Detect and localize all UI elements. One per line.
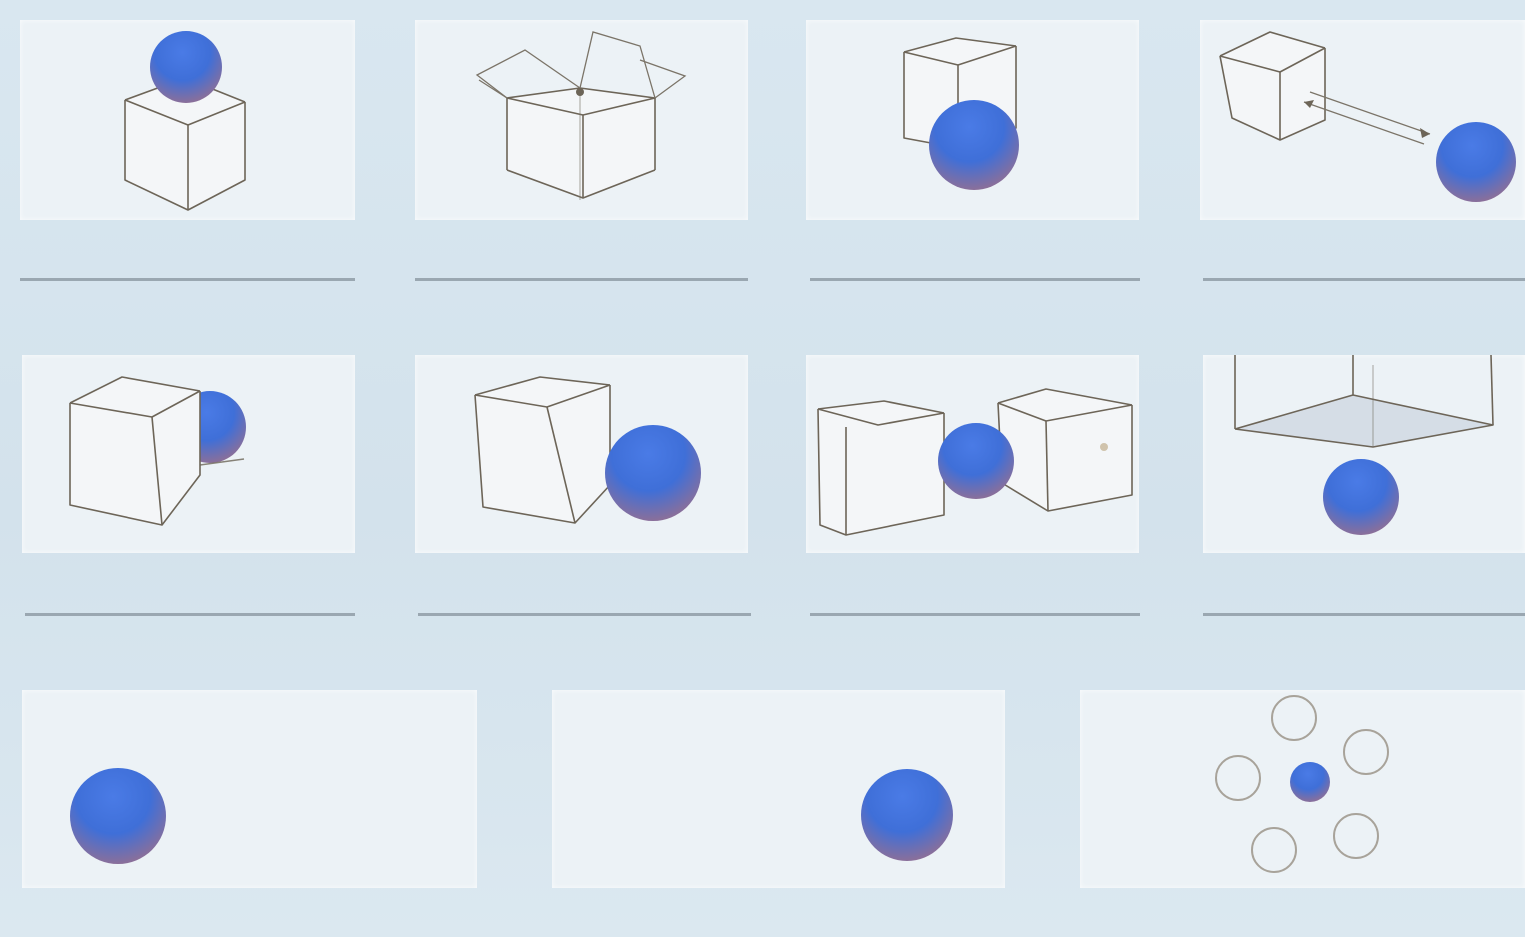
ball-behind-cube-icon — [22, 355, 355, 553]
ball-among-rings-icon — [1080, 690, 1525, 888]
answer-line[interactable] — [20, 278, 355, 281]
picture-ball-next-to-cube — [415, 355, 748, 553]
answer-line[interactable] — [418, 613, 751, 616]
picture-ball-on-cube — [20, 20, 355, 220]
ball-to-right-icon — [552, 690, 1005, 888]
answer-line[interactable] — [25, 613, 355, 616]
picture-ball-among-rings — [1080, 690, 1525, 888]
answer-line[interactable] — [415, 278, 748, 281]
ball-in-front-of-cube-icon — [806, 20, 1139, 220]
ball-on-cube-icon — [20, 20, 355, 220]
ball-between-cubes-icon — [806, 355, 1139, 553]
answer-line[interactable] — [810, 613, 1140, 616]
ball-in-open-box-icon — [415, 20, 748, 220]
picture-ball-between-cubes — [806, 355, 1139, 553]
picture-ball-under-table — [1203, 355, 1525, 553]
answer-line[interactable] — [810, 278, 1140, 281]
answer-line[interactable] — [1203, 613, 1525, 616]
ball-moving-away-from-cube-icon — [1200, 20, 1525, 220]
picture-ball-to-right — [552, 690, 1005, 888]
answer-line[interactable] — [1203, 278, 1525, 281]
picture-ball-moving-away — [1200, 20, 1525, 220]
ball-next-to-cube-icon — [415, 355, 748, 553]
ball-from-left-icon — [22, 690, 477, 888]
picture-ball-behind-cube — [22, 355, 355, 553]
picture-ball-from-left — [22, 690, 477, 888]
picture-ball-in-box — [415, 20, 748, 220]
ball-under-table-icon — [1203, 355, 1525, 553]
picture-ball-in-front-of-cube — [806, 20, 1139, 220]
